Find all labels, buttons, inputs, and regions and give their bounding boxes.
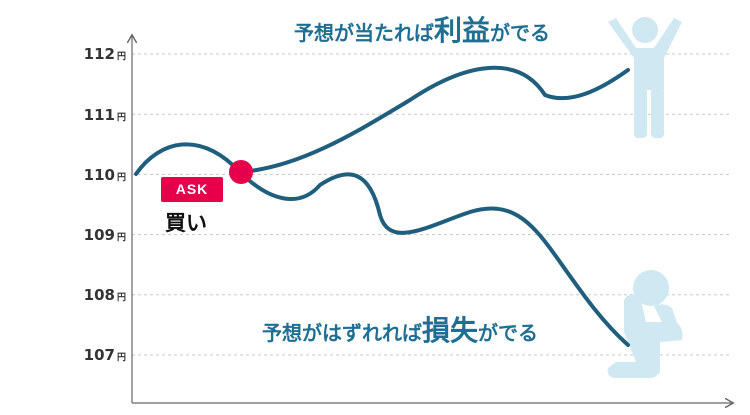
ask-badge: ASK (161, 177, 223, 202)
gridlines (132, 53, 730, 356)
buy-label: 買い (165, 211, 207, 235)
entry-point (229, 160, 253, 184)
profit-headline: 予想が当たれば利益がでる (294, 14, 551, 47)
celebrating-person-icon (608, 17, 682, 138)
loss-price-line (238, 170, 630, 347)
sad-kneeling-person-icon (607, 270, 683, 378)
profit-price-line (134, 65, 630, 176)
loss-headline: 予想がはずれれば損失がでる (262, 314, 539, 347)
